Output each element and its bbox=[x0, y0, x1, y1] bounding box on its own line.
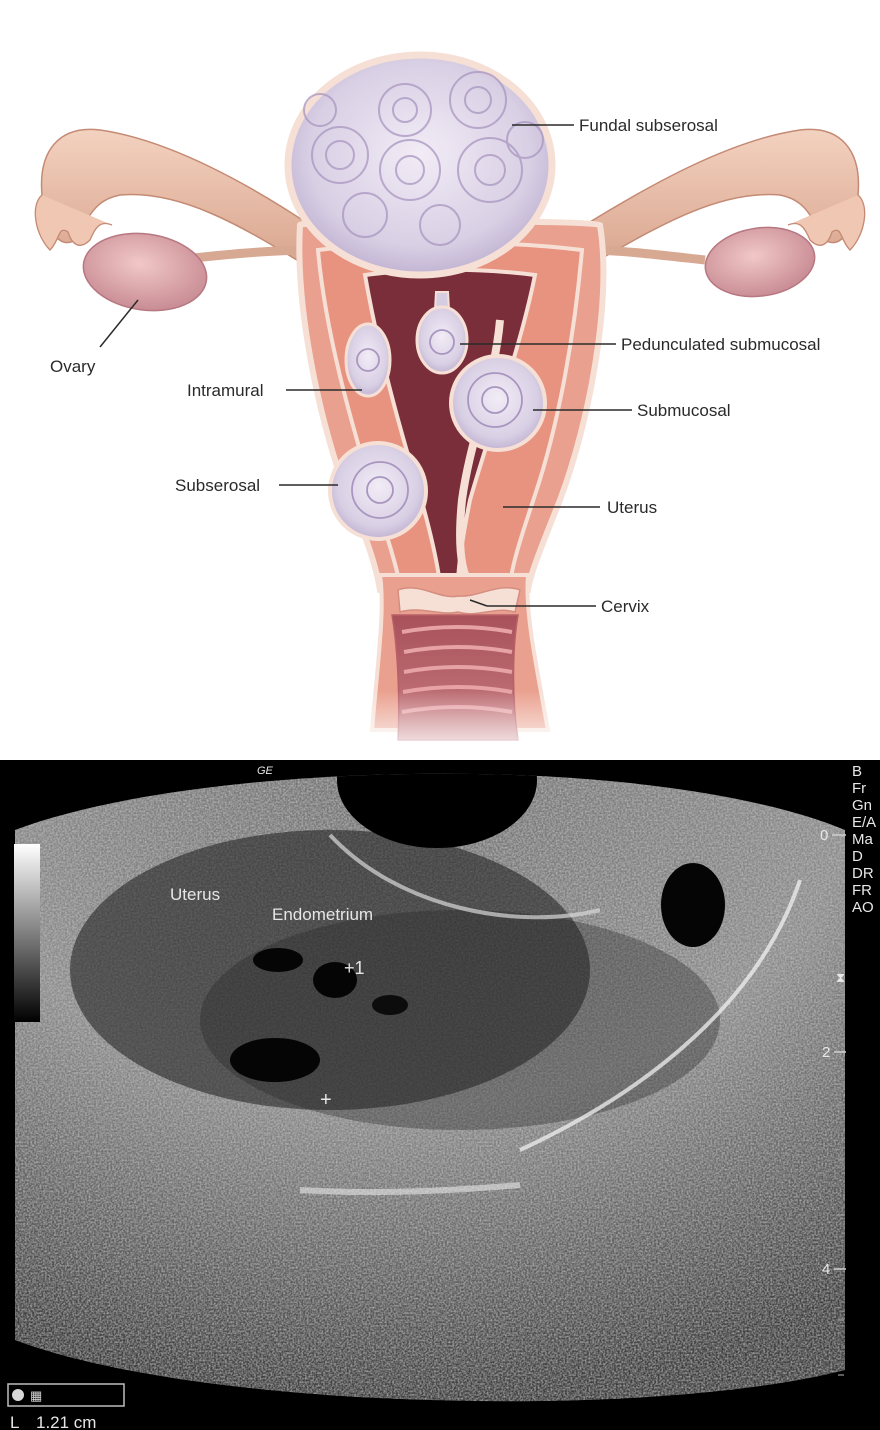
ultrasound-image: GE Uterus Endometrium +1 + B Fr Gn E/A M… bbox=[0, 760, 880, 1430]
measurement-prefix: L bbox=[10, 1413, 19, 1430]
vendor-mark: GE bbox=[257, 765, 274, 777]
subserosal-fibroid bbox=[330, 443, 426, 539]
measurement-value: 1.21 cm bbox=[36, 1413, 96, 1430]
grayscale-bar bbox=[14, 844, 40, 1022]
param-ea: E/A bbox=[852, 814, 876, 831]
param-frate: FR bbox=[852, 882, 872, 899]
param-b: B bbox=[852, 763, 862, 780]
caliper-marker-1: +1 bbox=[344, 958, 365, 978]
left-ovary bbox=[78, 226, 211, 319]
label-cervix: Cervix bbox=[601, 597, 650, 616]
depth-mark-2: 2 bbox=[822, 1044, 830, 1061]
measurement-box: ▦ L 1.21 cm bbox=[8, 1384, 124, 1430]
label-submucosal: Submucosal bbox=[637, 401, 731, 420]
param-ma: Ma bbox=[852, 831, 873, 848]
label-ovary: Ovary bbox=[50, 357, 96, 376]
fibroid-anatomy-diagram: Fundal subserosal Ovary Pedunculated sub… bbox=[0, 0, 880, 760]
us-label-uterus: Uterus bbox=[170, 885, 220, 904]
depth-mark-4: 4 bbox=[822, 1261, 830, 1278]
ultrasound-scan: GE Uterus Endometrium +1 + B Fr Gn E/A M… bbox=[0, 760, 880, 1430]
us-label-endometrium: Endometrium bbox=[272, 905, 373, 924]
param-ao: AO bbox=[852, 899, 874, 916]
scan-parameters: B Fr Gn E/A Ma D DR FR AO bbox=[852, 763, 876, 916]
record-icon bbox=[12, 1389, 24, 1401]
param-gn: Gn bbox=[852, 797, 872, 814]
intramural-fibroid bbox=[346, 324, 390, 396]
param-dr: DR bbox=[852, 865, 874, 882]
param-d: D bbox=[852, 848, 863, 865]
depth-mark-0: 0 bbox=[820, 827, 828, 844]
submucosal-fibroid bbox=[451, 356, 545, 450]
caliper-marker-2: + bbox=[320, 1089, 332, 1111]
probe-icon: ▦ bbox=[30, 1388, 42, 1403]
label-uterus: Uterus bbox=[607, 498, 657, 517]
scan-sector bbox=[0, 760, 880, 1430]
focus-marker-icon: ⧗ bbox=[836, 970, 845, 985]
label-subserosal: Subserosal bbox=[175, 476, 260, 495]
pedunculated-submucosal-fibroid bbox=[417, 307, 467, 373]
label-pedunculated-submucosal: Pedunculated submucosal bbox=[621, 335, 820, 354]
right-ovary bbox=[701, 221, 819, 304]
label-fundal-subserosal: Fundal subserosal bbox=[579, 116, 718, 135]
param-fr: Fr bbox=[852, 780, 866, 797]
uterus-illustration: Fundal subserosal Ovary Pedunculated sub… bbox=[0, 0, 880, 760]
label-intramural: Intramural bbox=[187, 381, 264, 400]
